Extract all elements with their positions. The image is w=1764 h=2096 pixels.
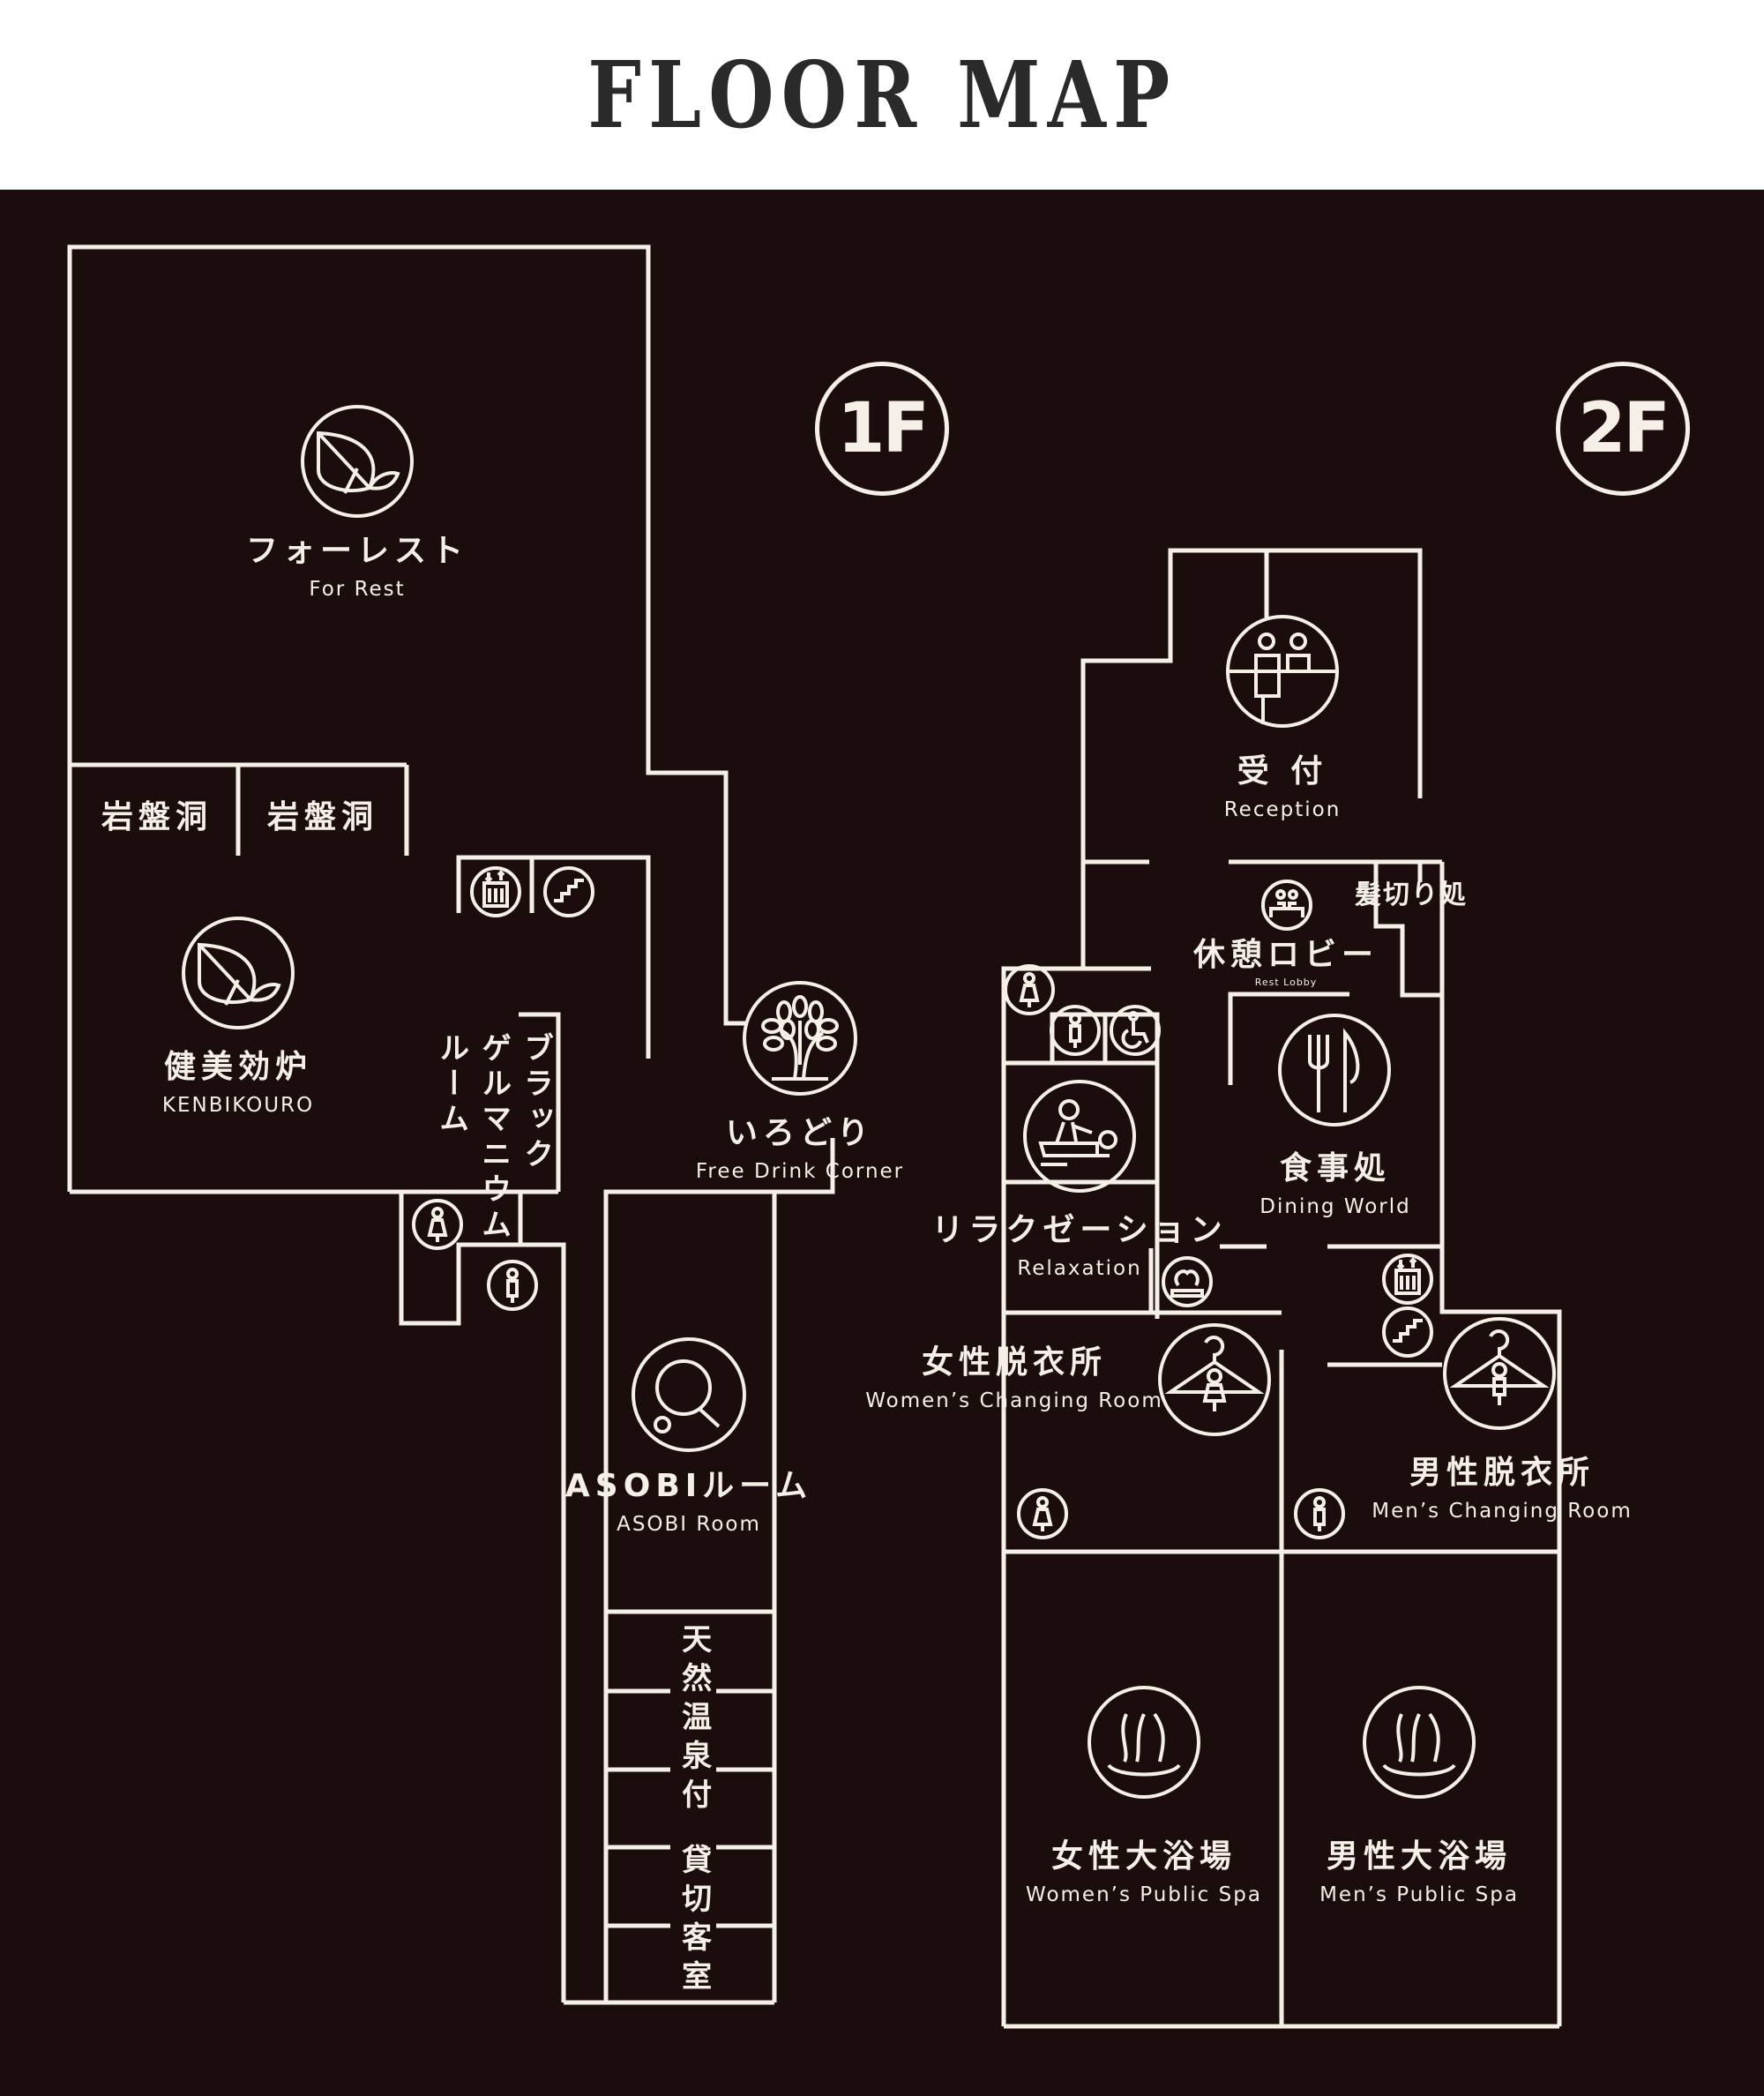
room-womens-changing: 女性脱衣所 Women’s Changing Room	[865, 1336, 1163, 1412]
mens-restroom-icon	[487, 1260, 538, 1311]
floor-badge-1f: 1F	[815, 362, 949, 496]
room-name-en: Men’s Changing Room	[1372, 1500, 1633, 1523]
room-name: 男性大浴場	[1326, 1838, 1513, 1875]
wheelchair-icon	[1110, 1005, 1161, 1056]
room-name: リラクゼーション	[931, 1212, 1228, 1248]
room-reception: 受 付 Reception	[1224, 745, 1342, 821]
room-forest: フォーレスト For Rest	[246, 525, 468, 601]
room-name-en: Rest Lobby	[1254, 977, 1318, 988]
massage-icon	[1023, 1080, 1136, 1193]
tree-icon	[743, 981, 857, 1096]
room-name: 健美効炉	[163, 1049, 313, 1085]
smoking-area-icon	[1162, 1256, 1213, 1307]
reception-icon	[1226, 615, 1339, 728]
floor-badge-2f: 2F	[1556, 362, 1690, 496]
room-dining: 食事処 Dining World	[1259, 1142, 1410, 1218]
room-name-en: Relaxation	[1017, 1257, 1142, 1280]
womens-restroom-icon	[1017, 1488, 1068, 1539]
room-irodori: いろどり Free Drink Corner	[696, 1107, 904, 1183]
room-name: 休憩ロビー	[1192, 937, 1379, 973]
room-name-en: Free Drink Corner	[695, 1160, 905, 1183]
room-name: 女性大浴場	[1050, 1838, 1237, 1875]
room-name-en: ASOBI Room	[617, 1513, 761, 1536]
floor2-walls	[1001, 548, 1562, 2029]
floor1-walls	[67, 244, 835, 2005]
mens-restroom-icon	[1050, 1005, 1101, 1056]
floor-map: 1F 2F フォーレスト For Rest 岩盤洞 岩盤洞 健美効炉 KENBI…	[0, 190, 1764, 2096]
womens-restroom-icon	[1004, 964, 1055, 1015]
room-ganban-1: 岩盤洞	[101, 799, 213, 835]
room-name: 食事処	[1279, 1150, 1391, 1186]
room-name: ASOBIルーム	[564, 1468, 813, 1504]
room-name: 男性脱衣所	[1409, 1455, 1595, 1491]
room-name: 受 付	[1237, 753, 1328, 790]
mens-restroom-icon	[1294, 1488, 1345, 1539]
room-name-en: For Rest	[309, 578, 406, 601]
room-barber: 髪切り処	[1355, 880, 1468, 910]
room-name-en: Men’s Public Spa	[1319, 1883, 1519, 1906]
header: FLOOR MAP	[0, 0, 1764, 190]
hot-spring-icon	[1363, 1686, 1476, 1799]
sofa-icon	[1261, 880, 1312, 931]
room-name-en: KENBIKOURO	[161, 1094, 315, 1117]
room-name-en: Women’s Changing Room	[865, 1389, 1163, 1412]
hanger-icon	[1158, 1323, 1271, 1436]
hanger-icon	[1443, 1317, 1556, 1430]
leaf-icon	[301, 405, 414, 518]
room-name-en: Dining World	[1259, 1195, 1411, 1218]
room-name: フォーレスト	[245, 533, 469, 569]
hot-spring-icon	[1088, 1686, 1200, 1799]
elevator-icon	[1382, 1254, 1433, 1305]
fork-knife-icon	[1278, 1014, 1391, 1127]
room-name-en: Women’s Public Spa	[1026, 1883, 1262, 1906]
page-title: FLOOR MAP	[587, 41, 1177, 149]
room-relaxation: リラクゼーション Relaxation	[931, 1204, 1227, 1280]
womens-restroom-icon	[412, 1199, 463, 1250]
floor-plan-lines	[67, 244, 1562, 2029]
private-rooms-line1: 天然温泉付	[676, 1623, 712, 1817]
room-name: いろどり	[725, 1115, 874, 1151]
room-mens-changing: 男性脱衣所 Men’s Changing Room	[1372, 1447, 1632, 1523]
room-womens-spa: 女性大浴場 Women’s Public Spa	[1026, 1830, 1262, 1906]
ping-pong-icon	[632, 1337, 746, 1452]
room-black-germanium-line3: ルーム	[433, 1032, 469, 1138]
room-black-germanium-line2: ゲルマニウム	[475, 1032, 512, 1244]
room-mens-spa: 男性大浴場 Men’s Public Spa	[1319, 1830, 1519, 1906]
stairs-icon	[543, 866, 594, 917]
room-name-en: Reception	[1223, 798, 1342, 821]
room-name: 女性脱衣所	[921, 1344, 1107, 1381]
elevator-icon	[470, 866, 521, 917]
room-black-germanium-line1: ブラック	[518, 1032, 554, 1173]
room-kenbikouro: 健美効炉 KENBIKOURO	[162, 1041, 314, 1117]
room-asobi: ASOBIルーム ASOBI Room	[565, 1460, 812, 1536]
leaf-icon	[182, 917, 295, 1029]
private-rooms-line2: 貸切客室	[676, 1844, 712, 1999]
room-ganban-2: 岩盤洞	[266, 799, 379, 835]
room-rest-lobby: 休憩ロビー Rest Lobby	[1193, 929, 1379, 988]
stairs-icon	[1382, 1306, 1433, 1358]
